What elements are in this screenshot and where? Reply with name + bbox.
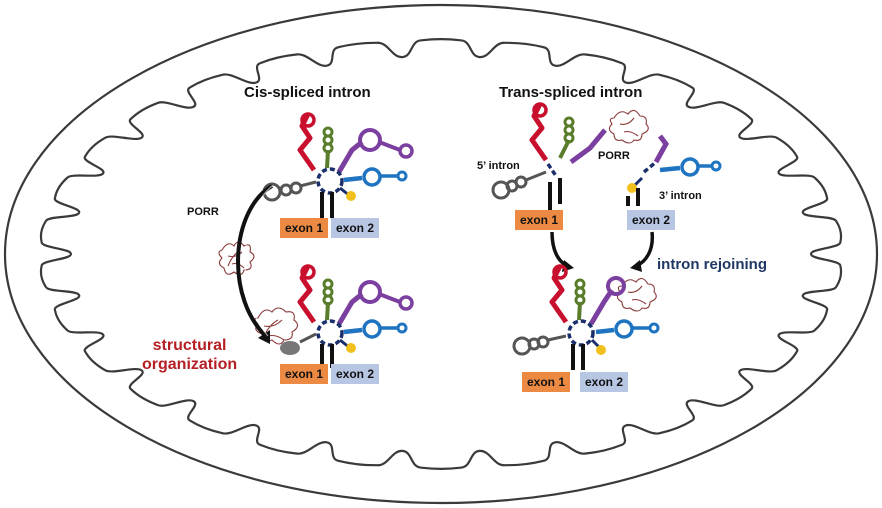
trans-rejoined-intron	[512, 264, 660, 370]
trans-bottom-exon2: exon 2	[580, 372, 629, 392]
cis-bottom-exon2: exon 2	[331, 364, 380, 384]
trans-top-exon2: exon 2	[627, 210, 676, 230]
outer-membrane	[3, 3, 879, 505]
trans-porr-label: PORR	[598, 150, 630, 162]
trans-top-exon1: exon 1	[515, 210, 564, 230]
cis-panel-title: Cis-spliced intron	[244, 84, 371, 101]
cis-top-exon1: exon 1	[280, 218, 329, 238]
cis-top-intron	[262, 112, 414, 218]
trans-five-prime-label: 5’ intron	[477, 160, 520, 172]
cis-bottom-exon1: exon 1	[280, 364, 329, 384]
trans-three-prime-label: 3’ intron	[659, 190, 702, 202]
cis-organization-arrow	[236, 184, 274, 344]
trans-rejoin-arrow-right	[630, 231, 655, 272]
cis-porr-label: PORR	[187, 206, 219, 218]
trans-three-prime-fragment	[626, 134, 722, 206]
cis-top-exon2: exon 2	[331, 218, 380, 238]
porr-protein-trans-bottom	[616, 277, 657, 312]
trans-panel-title: Trans-spliced intron	[499, 84, 643, 101]
note-line-structural: structural	[152, 337, 227, 354]
cis-bottom-intron	[280, 264, 414, 368]
porr-protein-trans-top	[608, 109, 649, 144]
structural-organization-note: structural organization	[142, 336, 237, 374]
intron-rejoining-note: intron rejoining	[657, 256, 767, 273]
inner-membrane-cristae	[39, 38, 843, 470]
trans-bottom-exon1: exon 1	[522, 372, 571, 392]
note-line-organization: organization	[142, 356, 238, 373]
trans-five-prime-fragment	[491, 102, 607, 210]
